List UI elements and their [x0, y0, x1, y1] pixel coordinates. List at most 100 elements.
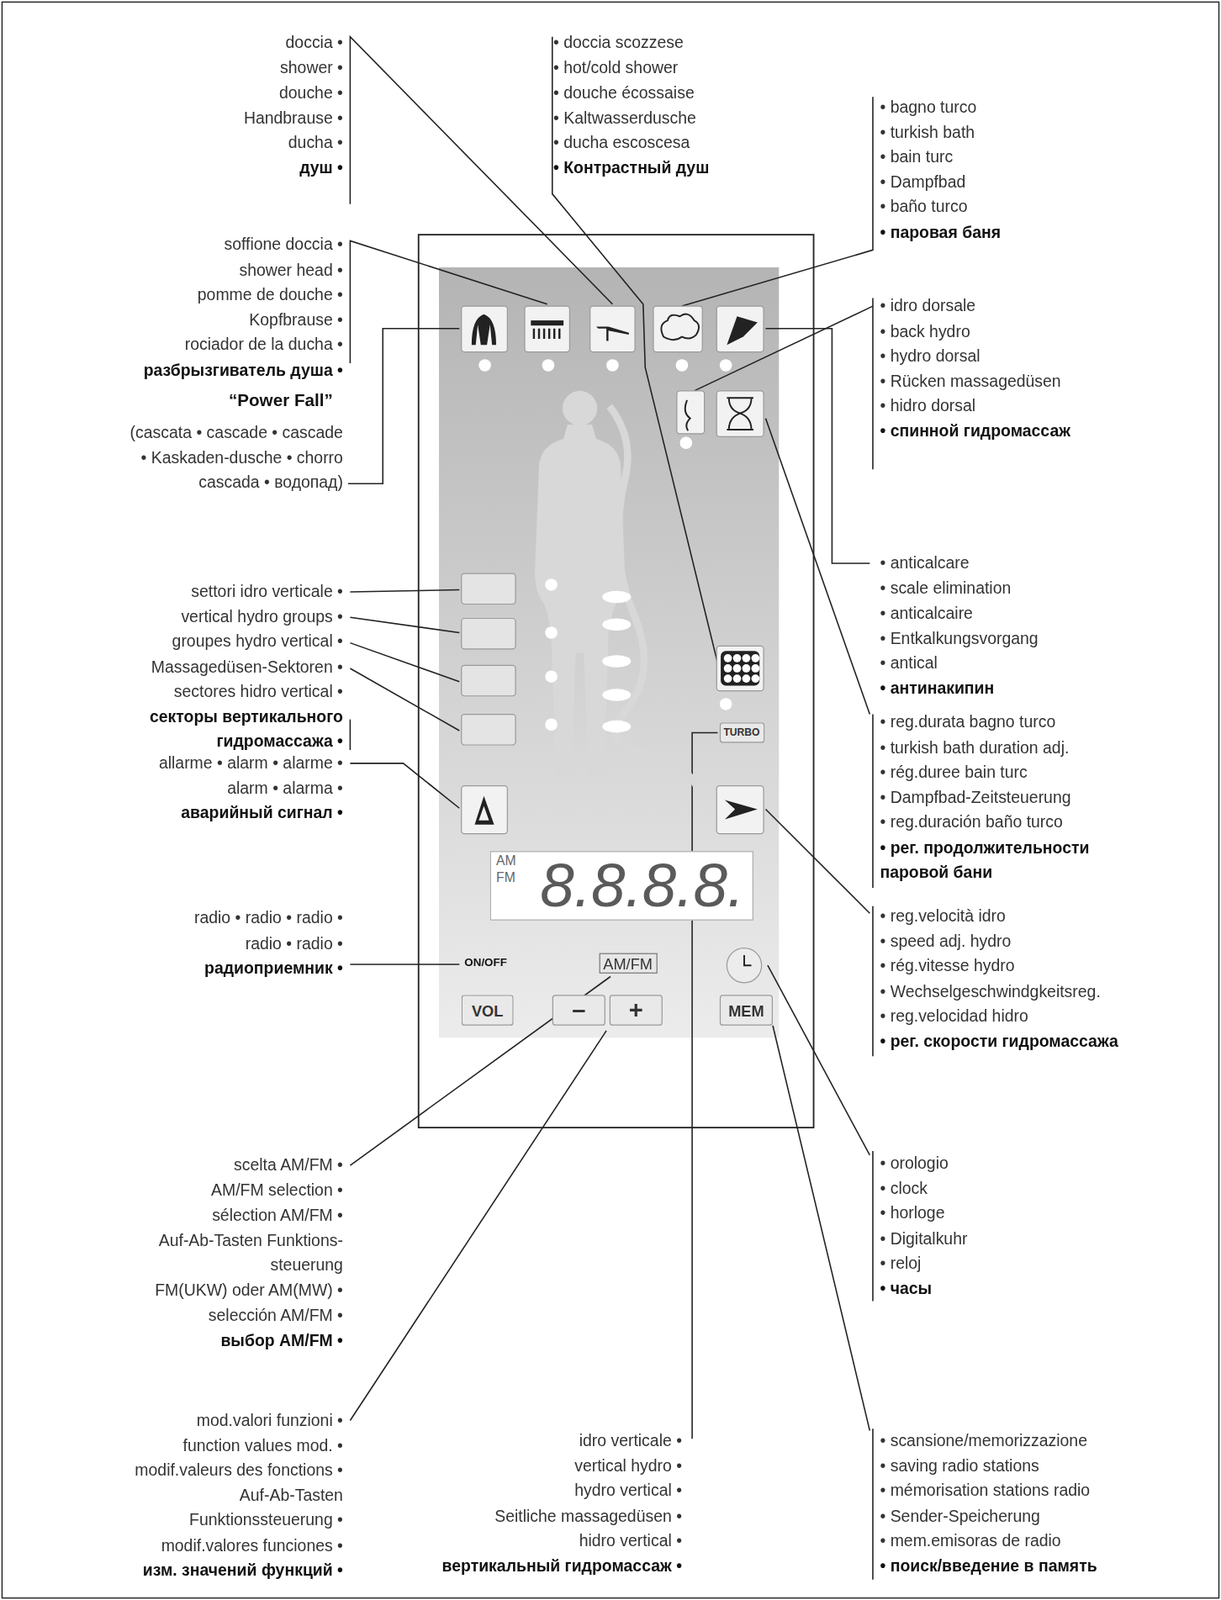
- callout-label: • часы: [879, 1276, 932, 1301]
- callout-label: Handbrause •: [243, 105, 344, 131]
- human-figure: [478, 359, 732, 786]
- callout-label: паровой бани: [879, 860, 993, 885]
- callout-label: • antical: [879, 650, 937, 676]
- callout-label: • speed adj. hydro: [879, 929, 1011, 954]
- callout-label: vertical hydro •: [574, 1453, 682, 1479]
- callout-label: • рег. продолжительности: [879, 835, 1089, 860]
- callout-label: разбрызгиватель душа •: [143, 357, 344, 382]
- callout-label: • douche écossaise: [553, 80, 695, 106]
- leader-lines: [348, 37, 873, 1581]
- node-text: +: [629, 998, 644, 1023]
- node-text: TURBO: [723, 727, 760, 738]
- callout-label: • Dampfbad-Zeitsteuerung: [879, 785, 1071, 810]
- callout-label: (cascata • cascade • cascade: [130, 420, 344, 445]
- minus-button: –: [552, 994, 606, 1026]
- node-text: FM: [496, 870, 516, 886]
- turbo-button: TURBO: [718, 722, 764, 743]
- callout-label: FM(UKW) oder AM(MW) •: [154, 1278, 344, 1303]
- callout-label: steuerung: [270, 1252, 344, 1278]
- callout-label: shower head •: [238, 257, 343, 282]
- callout-label: • рег. скорости гидромассажа: [879, 1029, 1118, 1054]
- callout-label: радиоприемник •: [204, 956, 344, 981]
- callout-label: • scansione/memorizzazione: [879, 1428, 1087, 1454]
- callout-label: • reg.velocidad hidro: [879, 1004, 1028, 1029]
- plus-button: +: [609, 994, 663, 1026]
- callout-label: radio • radio •: [245, 931, 344, 957]
- callout-label: • turkish bath: [879, 120, 975, 145]
- callout-label: изм. значений функций •: [142, 1558, 344, 1583]
- callout-label: ON/OFF: [464, 951, 507, 973]
- node-text: 8.8.8.8.: [539, 850, 745, 921]
- callout-label: allarme • alarm • alarme •: [158, 750, 344, 776]
- callout-label: • clock: [879, 1176, 927, 1201]
- callout-label: • антинакипин: [879, 676, 994, 701]
- callout-label: groupes hydro vertical •: [172, 629, 344, 655]
- callout-label: • reloj: [879, 1251, 921, 1276]
- node-text: –: [571, 998, 586, 1023]
- vol-button: VOL: [461, 994, 514, 1026]
- amfm-button: AM/FM: [598, 953, 657, 974]
- callout-label: • anticalcaire: [879, 601, 973, 626]
- callout-label: гидромассажа •: [216, 729, 344, 755]
- callout-label: • saving radio stations: [879, 1453, 1039, 1479]
- callout-label: AM/FM selection •: [211, 1178, 344, 1203]
- callout-label: • scale elimination: [879, 576, 1011, 601]
- callout-label: idro verticale •: [579, 1428, 682, 1454]
- callout-label: soffione doccia •: [223, 232, 343, 258]
- callout-label: cascada • водопад): [198, 470, 344, 496]
- callout-label: Seitliche massagedüsen •: [494, 1503, 682, 1528]
- twelve-dot-grid: [724, 654, 760, 683]
- node-text: VOL: [471, 1002, 503, 1018]
- callout-label: • bagno turco: [879, 95, 977, 120]
- callout-label: sélection AM/FM •: [211, 1203, 344, 1228]
- callout-label: vertical hydro groups •: [180, 604, 343, 629]
- callout-label: • baño turco: [879, 195, 968, 220]
- callout-label: • спинной гидромассаж: [879, 418, 1071, 444]
- callout-label: • rég.duree bain turc: [879, 760, 1027, 785]
- callout-label: sectores hidro vertical •: [174, 679, 344, 704]
- callout-label: Kopfbrause •: [248, 307, 344, 333]
- callout-label: • Entkalkungsvorgang: [879, 626, 1038, 651]
- node-text: AM: [496, 854, 517, 870]
- callout-label: • паровая баня: [879, 220, 1001, 245]
- callout-label: • поиск/введение в память: [879, 1554, 1097, 1579]
- callout-label: pomme de douche •: [197, 282, 344, 307]
- icon-glyphs: [471, 314, 760, 825]
- callout-label: • anticalcare: [879, 550, 969, 576]
- callout-label: scelta AM/FM •: [233, 1152, 344, 1178]
- callout-label: • idro dorsale: [879, 294, 976, 319]
- callout-label: • reg.durata bagno turco: [879, 710, 1056, 735]
- callout-label: • Kaltwasserdusche: [553, 105, 697, 131]
- callout-label: “Power Fall”: [228, 388, 333, 413]
- callout-label: • rég.vitesse hydro: [879, 954, 1015, 979]
- callout-label: Massagedüsen-Sektoren •: [151, 655, 344, 680]
- callout-label: • Kaskaden-dusche • chorro: [141, 445, 344, 471]
- callout-label: • hidro dorsal: [879, 393, 976, 418]
- callout-label: settori idro verticale •: [190, 579, 344, 604]
- callout-label: shower •: [280, 55, 344, 80]
- callout-label: radio • radio • radio •: [194, 906, 344, 931]
- callout-label: Auf-Ab-Tasten: [239, 1483, 344, 1508]
- callout-label: • Dampfbad: [879, 169, 966, 195]
- callout-label: • doccia scozzese: [553, 30, 684, 55]
- panel-outline: [418, 234, 814, 1128]
- callout-label: выбор AM/FM •: [220, 1328, 344, 1354]
- callout-label: selección AM/FM •: [208, 1303, 344, 1328]
- callout-label: • back hydro: [879, 318, 970, 344]
- node-text: AM/FM: [602, 956, 653, 972]
- lcd-display: AMFM 8.8.8.8.: [490, 851, 754, 921]
- callout-label: modif.valores funciones •: [161, 1533, 344, 1559]
- callout-label: mod.valori funzioni •: [196, 1408, 344, 1433]
- callout-label: аварийный сигнал •: [180, 801, 344, 826]
- callout-label: • ducha escoscesa: [553, 130, 690, 155]
- callout-label: • reg.duración baño turco: [879, 810, 1063, 836]
- callout-label: modif.valeurs des fonctions •: [134, 1458, 344, 1483]
- callout-label: hidro vertical •: [579, 1528, 682, 1554]
- callout-label: • Контрастный душ: [553, 155, 709, 180]
- callout-label: • hot/cold shower: [553, 55, 678, 80]
- callout-label: Auf-Ab-Tasten Funktions-: [158, 1228, 344, 1253]
- callout-label: ducha •: [288, 130, 344, 155]
- callout-label: doccia •: [285, 30, 344, 55]
- icon-buttons: [461, 306, 764, 984]
